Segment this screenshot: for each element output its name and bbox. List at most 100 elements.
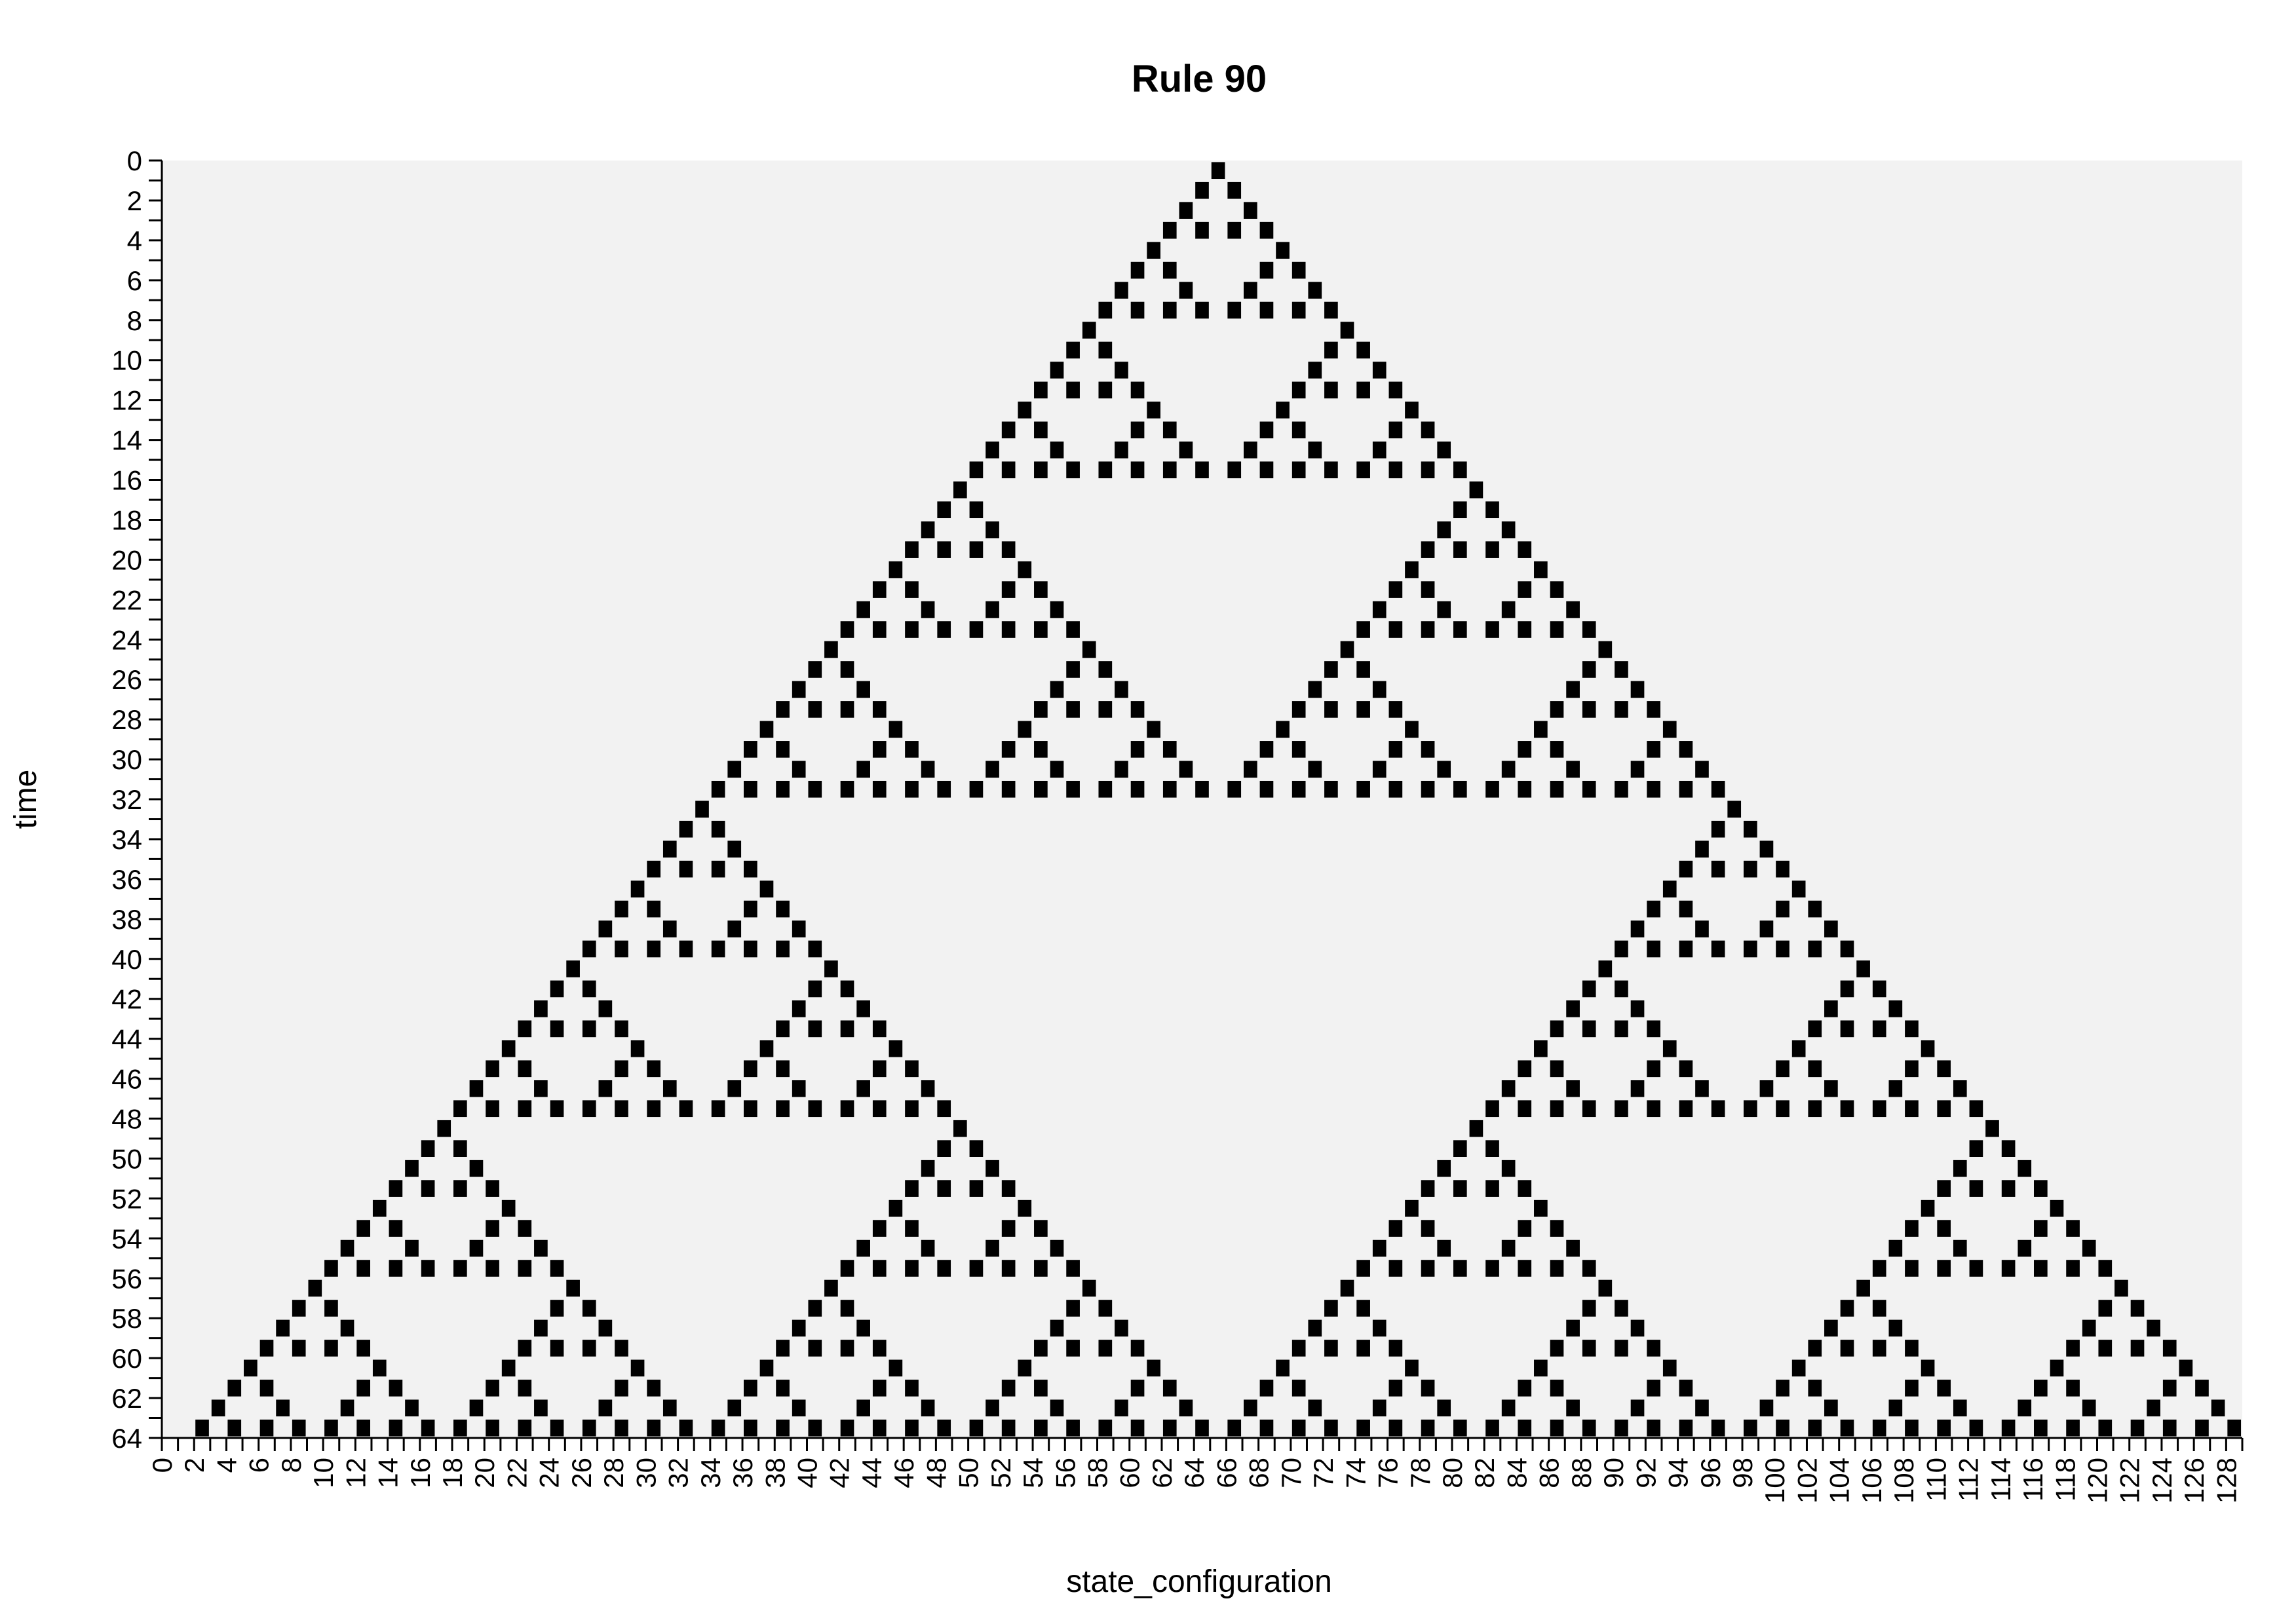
live-cell [1162,221,1177,239]
live-cell [292,1419,306,1437]
live-cell [1647,701,1660,718]
live-cell [1308,761,1322,778]
y-tick-label: 32 [111,784,142,815]
live-cell [1453,501,1467,518]
live-cell [1034,421,1048,439]
live-cell [1356,1260,1370,1277]
live-cell [1953,1080,1967,1097]
live-cell [1388,1340,1403,1357]
live-cell [1405,721,1419,738]
live-cell [1001,1419,1016,1437]
live-cell [405,1160,419,1177]
y-tick-label: 18 [111,504,142,535]
x-tick-label: 76 [1373,1458,1404,1488]
live-cell [921,1160,935,1177]
live-cell [1808,1419,1822,1437]
live-cell [969,541,984,558]
live-cell [1437,1239,1451,1257]
y-tick-label: 60 [111,1343,142,1374]
live-cell [1259,261,1274,279]
live-cell [1550,1380,1564,1397]
live-cell [1888,1319,1903,1337]
live-cell [534,1399,548,1417]
live-cell [856,1239,870,1257]
live-cell [598,1000,613,1017]
live-cell [1421,741,1435,758]
live-cell [1872,980,1886,998]
live-cell [1647,1340,1660,1357]
live-cell [921,1080,935,1097]
x-tick-label: 56 [1050,1458,1081,1488]
live-cell [582,1419,596,1437]
live-cell [1227,221,1242,239]
live-cell [1324,301,1338,319]
live-cell [1905,1380,1919,1397]
live-cell [1066,780,1080,798]
live-cell [1276,1359,1290,1377]
live-cell [1388,581,1403,598]
live-cell [486,1380,499,1397]
x-tick-label: 80 [1437,1458,1468,1488]
live-cell [1259,221,1274,239]
live-cell [2162,1419,2177,1437]
live-cell [1615,980,1628,998]
live-cell [1485,1419,1499,1437]
x-tick-label: 84 [1501,1458,1532,1488]
live-cell [1098,780,1113,798]
live-cell [615,940,628,958]
live-cell [1130,701,1145,718]
live-cell [889,1199,903,1217]
y-tick-label: 12 [111,385,142,416]
live-cell [1356,1340,1370,1357]
live-cell [1324,701,1338,718]
live-cell [615,1340,628,1357]
live-cell [1518,621,1532,638]
live-cell [2001,1260,2016,1277]
live-cell [1856,960,1870,977]
live-cell [1421,621,1435,638]
live-cell [840,980,854,998]
x-tick-label: 86 [1534,1458,1565,1488]
live-cell [1340,1279,1354,1297]
live-cell [1421,780,1435,798]
live-cell [792,920,806,937]
x-tick-label: 42 [824,1458,855,1488]
live-cell [389,1380,403,1397]
live-cell [727,1080,742,1097]
live-cell [227,1380,242,1397]
live-cell [1179,1399,1193,1417]
live-cell [1776,940,1789,958]
live-cell [1388,701,1403,718]
live-cell [679,820,693,838]
live-cell [1840,1419,1854,1437]
x-tick-label: 44 [856,1458,887,1488]
live-cell [1372,1319,1387,1337]
x-tick-label: 14 [373,1458,404,1488]
live-cell [1679,741,1693,758]
live-cell [1437,1399,1451,1417]
live-cell [630,1040,645,1057]
live-cell [1098,461,1113,479]
live-cell [2130,1300,2145,1317]
live-cell [1630,1399,1645,1417]
live-cell [1388,1380,1403,1397]
live-cell [1066,1340,1080,1357]
live-cell [1615,1419,1628,1437]
live-cell [1566,1239,1580,1257]
live-cell [598,1399,613,1417]
live-cell [1001,621,1016,638]
x-tick-label: 24 [534,1458,565,1488]
live-cell [1647,940,1660,958]
live-cell [744,1380,757,1397]
live-cell [744,1100,757,1118]
live-cell [776,940,790,958]
live-cell [2066,1340,2080,1357]
live-cell [1759,920,1774,937]
live-cell [1001,741,1016,758]
live-cell [1953,1399,1967,1417]
y-axis-label: time [9,770,43,829]
live-cell [615,1060,628,1078]
live-cell [744,741,757,758]
live-cell [647,860,661,878]
live-cell [872,1419,887,1437]
